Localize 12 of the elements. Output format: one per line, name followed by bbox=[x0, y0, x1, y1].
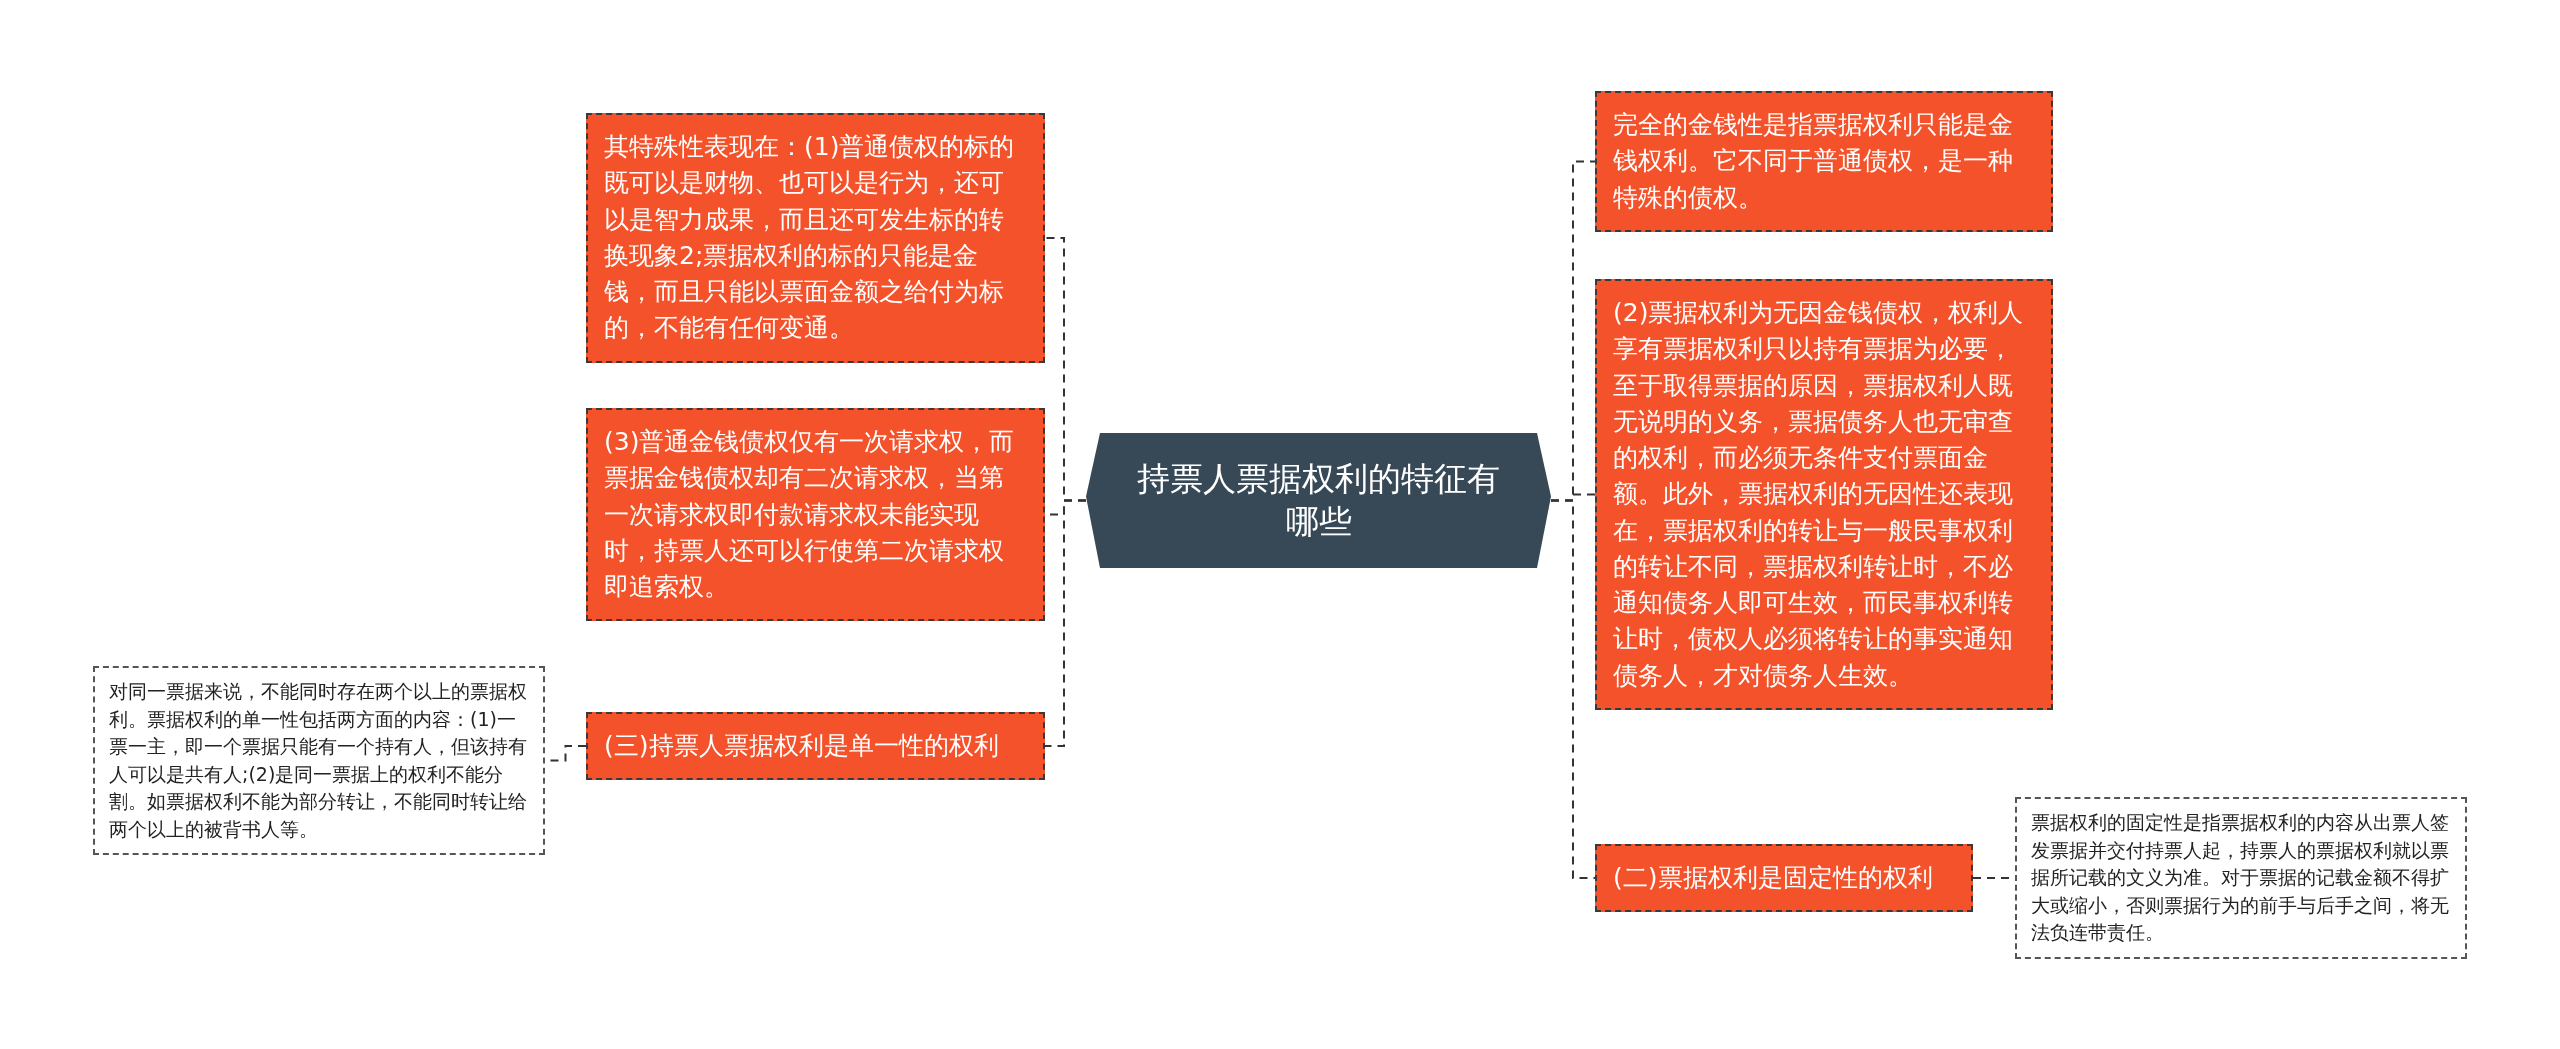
note-box: 票据权利的固定性是指票据权利的内容从出票人签发票据并交付持票人起，持票人的票据权利就以票据所记载的文义为准。对于票据的记载金额不得扩大或缩小，否则票据行为的前手与后手之间，将无法负连带责任。 bbox=[2015, 797, 2467, 959]
connector-line bbox=[1550, 499, 1596, 879]
note-box: 对同一票据来说，不能同时存在两个以上的票据权利。票据权利的单一性包括两方面的内容：(1)一票一主，即一个票据只能有一个持有人，但该持有人可以是共有人;(2)是同一票据上的权利不能分割。如票据权利不能为部分转让，不能同时转让给两个以上的被背书人等。 bbox=[93, 666, 545, 856]
topic-text: 持票人票据权利的特征有哪些 bbox=[1136, 457, 1501, 543]
topic-box: (3)普通金钱债权仅有一次请求权，而票据金钱债权却有二次请求权，当第一次请求权即付款请求权未能实现时，持票人还可以行使第二次请求权即追索权。 bbox=[586, 408, 1045, 622]
topic-box: (二)票据权利是固定性的权利 bbox=[1595, 844, 1973, 913]
topic-box: (三)持票人票据权利是单一性的权利 bbox=[586, 712, 1045, 781]
topic-box: 其特殊性表现在：(1)普通债权的标的既可以是财物、也可以是行为，还可以是智力成果，而且还可发生标的转换现象2;票据权利的标的只能是金钱，而且只能以票面金额之给付为标的，不能有任何变通。 bbox=[586, 113, 1045, 363]
connector-line bbox=[1044, 499, 1087, 747]
topic-box: 完全的金钱性是指票据权利只能是金钱权利。它不同于普通债权，是一种特殊的债权。 bbox=[1595, 91, 2053, 232]
topic-box: (2)票据权利为无因金钱债权，权利人享有票据权利只以持有票据为必要，至于取得票据的原因，票据权利人既无说明的义务，票据债务人也无审查的权利，而必须无条件支付票面金额。此外，票据权利的无因性还表现在，票据权利的转让与一般民事权利的转让不同，票据权利转让时，不必通知债务人即可生效，而民事权利转让时，债权人必须将转让的事实通知债务人，才对债务人生效。 bbox=[1595, 279, 2053, 710]
topic-hexagon bbox=[1086, 433, 1551, 568]
